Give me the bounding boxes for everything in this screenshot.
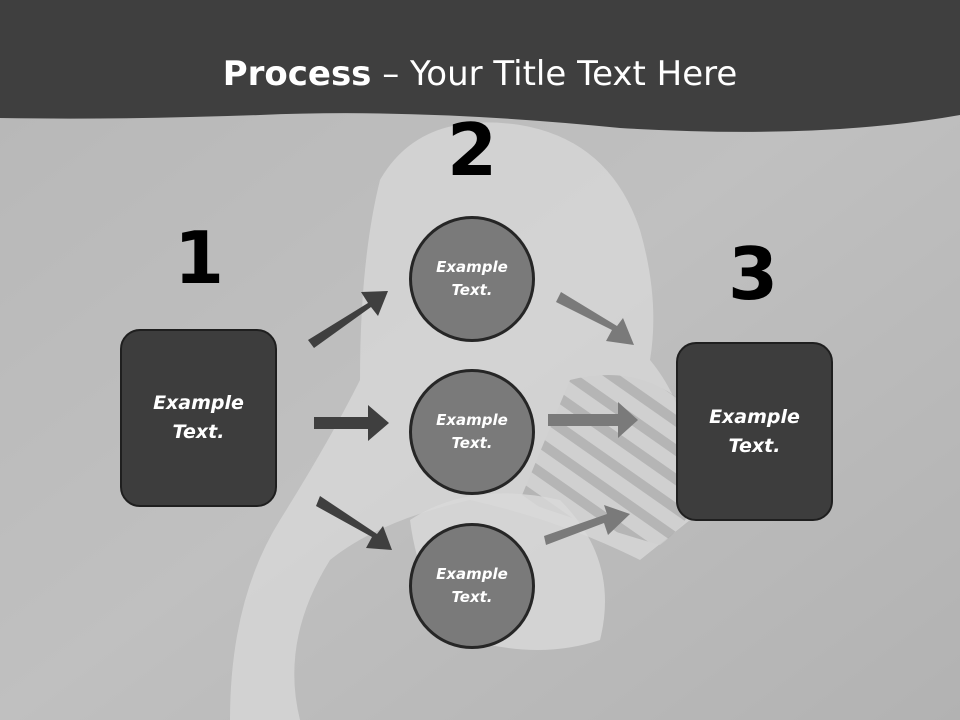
step-3-text: Example Text. xyxy=(709,405,800,457)
arrow-to-circle-1 xyxy=(308,291,388,348)
step-3-box: Example Text. xyxy=(676,342,833,521)
circle-2-text: Example Text. xyxy=(436,411,508,452)
circle-1-text: Example Text. xyxy=(436,258,508,299)
step-1-text: Example Text. xyxy=(153,392,244,443)
step-1-box: Example Text. xyxy=(120,329,277,507)
step-number-2: 2 xyxy=(446,108,498,192)
step-number-1: 1 xyxy=(173,216,225,300)
title-rest: – Your Title Text Here xyxy=(371,54,738,94)
slide-title: Process – Your Title Text Here xyxy=(0,52,960,96)
step-2-circle-1: Example Text. xyxy=(409,216,535,342)
circle-3-text: Example Text. xyxy=(436,565,508,606)
title-bold: Process xyxy=(222,54,372,94)
arrow-from-circle-1 xyxy=(556,292,634,345)
step-number-3: 3 xyxy=(727,232,779,316)
arrow-from-circle-3 xyxy=(544,505,630,545)
arrow-from-circle-2 xyxy=(548,402,638,438)
step-2-circle-2: Example Text. xyxy=(409,369,535,495)
arrow-to-circle-2 xyxy=(314,405,389,441)
arrow-to-circle-3 xyxy=(316,496,392,550)
step-2-circle-3: Example Text. xyxy=(409,523,535,649)
